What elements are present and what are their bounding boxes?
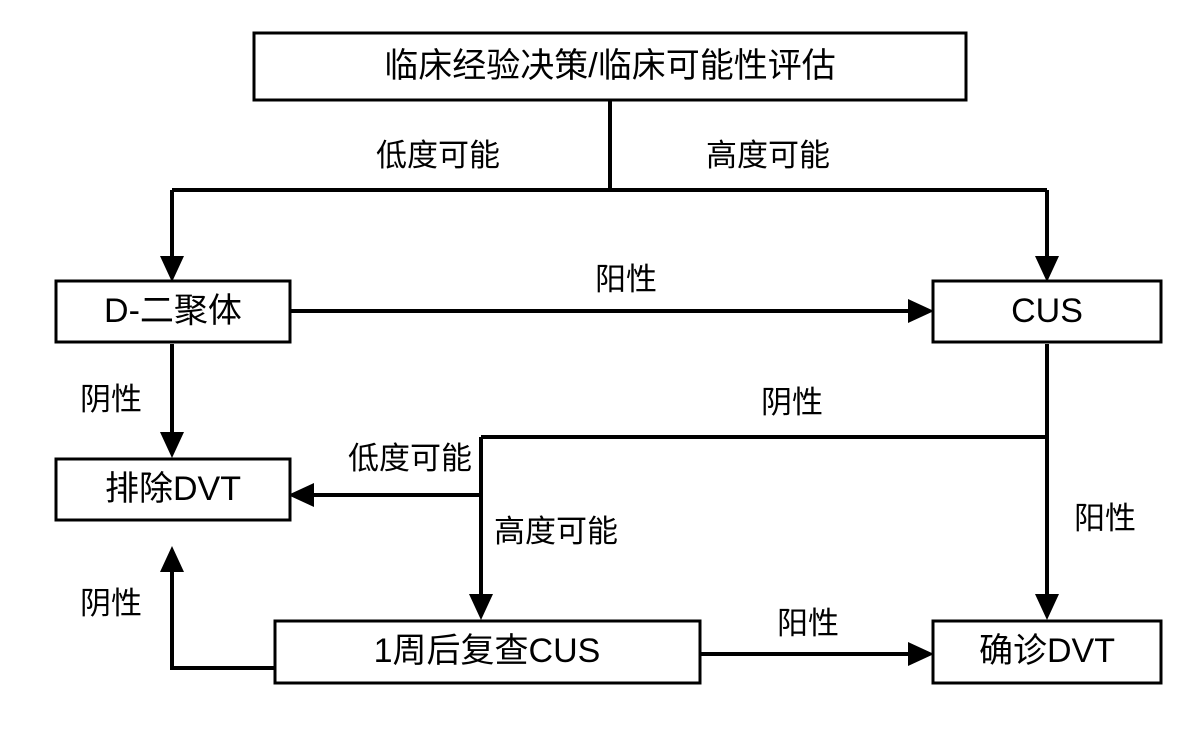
arrowhead-recheck-to-exclude <box>160 546 184 572</box>
node-clinical-assessment[interactable] <box>252 31 968 102</box>
edge-label-low-probability-mid: 低度可能 <box>348 441 472 476</box>
edge-label-d-dimer-negative: 阴性 <box>80 382 142 417</box>
node-cus-label: CUS <box>1011 292 1083 330</box>
arrowhead-junction-to-recheck <box>469 594 493 620</box>
node-d-dimer[interactable] <box>54 279 292 344</box>
arrowhead-cus-to-confirm <box>1035 594 1059 620</box>
edge-label-high-probability-mid: 高度可能 <box>494 514 618 549</box>
arrowhead-recheck-to-confirm <box>908 642 934 666</box>
node-clinical-assessment-label: 临床经验决策/临床可能性评估 <box>384 47 835 85</box>
node-recheck-cus[interactable] <box>273 619 702 685</box>
node-recheck-cus-label: 1周后复查CUS <box>374 632 601 670</box>
edge-label-high-probability-top: 高度可能 <box>706 138 830 173</box>
node-exclude-dvt-label: 排除DVT <box>105 470 241 508</box>
edge-label-cus-negative: 阴性 <box>761 385 823 420</box>
node-confirm-dvt-label: 确诊DVT <box>979 632 1115 670</box>
arrowhead-ddimer-to-cus <box>908 299 934 323</box>
edge-label-d-dimer-positive: 阳性 <box>595 262 657 297</box>
node-exclude-dvt[interactable] <box>54 457 292 522</box>
edge-label-recheck-positive: 阳性 <box>777 606 839 641</box>
arrowhead-to-ddimer <box>160 256 184 282</box>
node-cus[interactable] <box>931 279 1163 344</box>
arrowhead-to-cus <box>1035 256 1059 282</box>
edge-label-low-probability-top: 低度可能 <box>376 138 500 173</box>
edge-label-recheck-negative: 阴性 <box>80 586 142 621</box>
edge-label-cus-positive: 阳性 <box>1074 501 1136 536</box>
node-confirm-dvt[interactable] <box>931 619 1163 685</box>
arrowhead-ddimer-to-exclude <box>160 432 184 458</box>
arrowhead-junction-to-exclude <box>288 483 314 507</box>
connector-recheck-to-exclude <box>170 558 275 670</box>
node-d-dimer-label: D-二聚体 <box>104 292 242 330</box>
